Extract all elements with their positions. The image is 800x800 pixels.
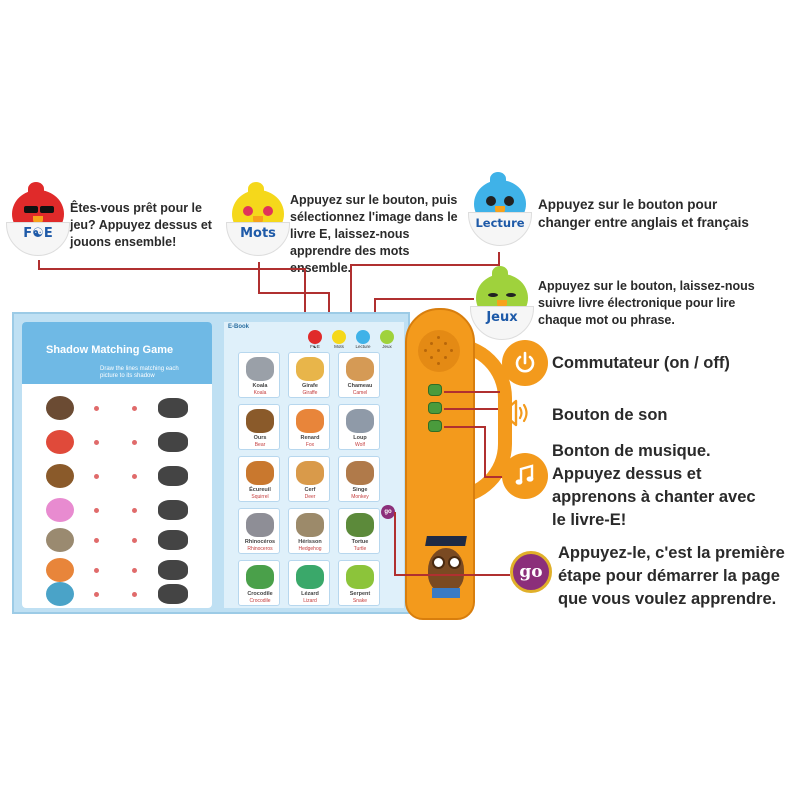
mode-label: Lecture (355, 344, 371, 349)
mode-label: Jeux (382, 344, 392, 349)
connector-line (444, 426, 484, 428)
left-page-subtitle: Draw the lines matching each picture to … (100, 366, 179, 380)
jeux-badge: Jeux (486, 310, 518, 325)
connector-line (484, 476, 504, 478)
jeux-chick-icon: Jeux (470, 266, 534, 342)
go-button[interactable]: go (510, 551, 552, 593)
ebook: Shadow Matching Game Draw the lines matc… (12, 312, 410, 614)
power-callout-text: Commutateur (on / off) (552, 354, 730, 372)
lecture-mini-icon[interactable] (356, 330, 370, 344)
jeux-callout-text: Appuyez sur le bouton, laissez-nous suiv… (538, 279, 755, 327)
jeux-mini-icon[interactable] (380, 330, 394, 344)
power-button[interactable] (502, 340, 548, 386)
connector-line (444, 408, 498, 410)
music-note-icon (515, 464, 534, 485)
foe-callout-text: Êtes-vous prêt pour le jeu? Appuyez dess… (70, 201, 212, 249)
left-page: Shadow Matching Game Draw the lines matc… (22, 322, 212, 608)
go-callout-text: Appuyez-le, c'est la première étape pour… (558, 544, 785, 609)
left-page-title: Shadow Matching Game (46, 344, 174, 356)
foe-mini-icon[interactable] (308, 330, 322, 344)
connector-line (328, 292, 330, 324)
connector-line (304, 268, 306, 324)
shadow-row (46, 430, 196, 458)
mode-label: F☯E (310, 344, 320, 349)
shadow-row (46, 558, 196, 586)
connector-line (258, 292, 330, 294)
connector-line (38, 260, 40, 268)
music-switch[interactable] (428, 420, 442, 432)
shadow-row (46, 396, 196, 424)
speaker-grille (418, 330, 460, 372)
right-page-header: E-Book (228, 324, 249, 330)
connector-line (394, 512, 396, 576)
go-small-button[interactable]: go (381, 505, 395, 519)
lecture-callout-text: Appuyez sur le bouton pour changer entre… (538, 197, 749, 231)
music-button[interactable] (502, 453, 548, 499)
connector-line (374, 298, 376, 324)
connector-line (484, 426, 486, 476)
connector-line (444, 391, 500, 393)
lecture-chick-icon: Lecture (468, 172, 532, 248)
mots-chick-icon: Mots (226, 182, 290, 258)
connector-line (258, 262, 260, 294)
shadow-row (46, 582, 196, 608)
music-callout-text: Bonton de musique. Appuyez dessus et app… (552, 442, 756, 530)
connector-line (374, 298, 474, 300)
mots-callout-text: Appuyez sur le bouton, puis sélectionnez… (290, 193, 458, 275)
power-icon (515, 351, 535, 373)
mode-icons: F☯E Mots Lecture Jeux (306, 330, 402, 350)
connector-line (350, 264, 500, 266)
owl-mascot-icon (422, 530, 470, 602)
connector-line (498, 252, 500, 266)
shadow-row (46, 528, 196, 556)
sound-callout-text: Bouton de son (552, 406, 668, 424)
foe-chick-icon: F☯E (6, 182, 70, 258)
shadow-row (46, 464, 196, 492)
speaker-icon[interactable] (498, 398, 532, 428)
connector-line (350, 264, 352, 324)
connector-line (394, 574, 510, 576)
mots-badge: Mots (240, 226, 276, 241)
mode-label: Mots (334, 344, 344, 349)
sound-switch[interactable] (428, 402, 442, 414)
power-switch[interactable] (428, 384, 442, 396)
lecture-badge: Lecture (475, 216, 525, 230)
connector-line (38, 268, 304, 270)
shadow-row (46, 498, 196, 526)
mots-mini-icon[interactable] (332, 330, 346, 344)
left-page-banner (22, 322, 212, 384)
foe-badge: F☯E (23, 226, 53, 241)
